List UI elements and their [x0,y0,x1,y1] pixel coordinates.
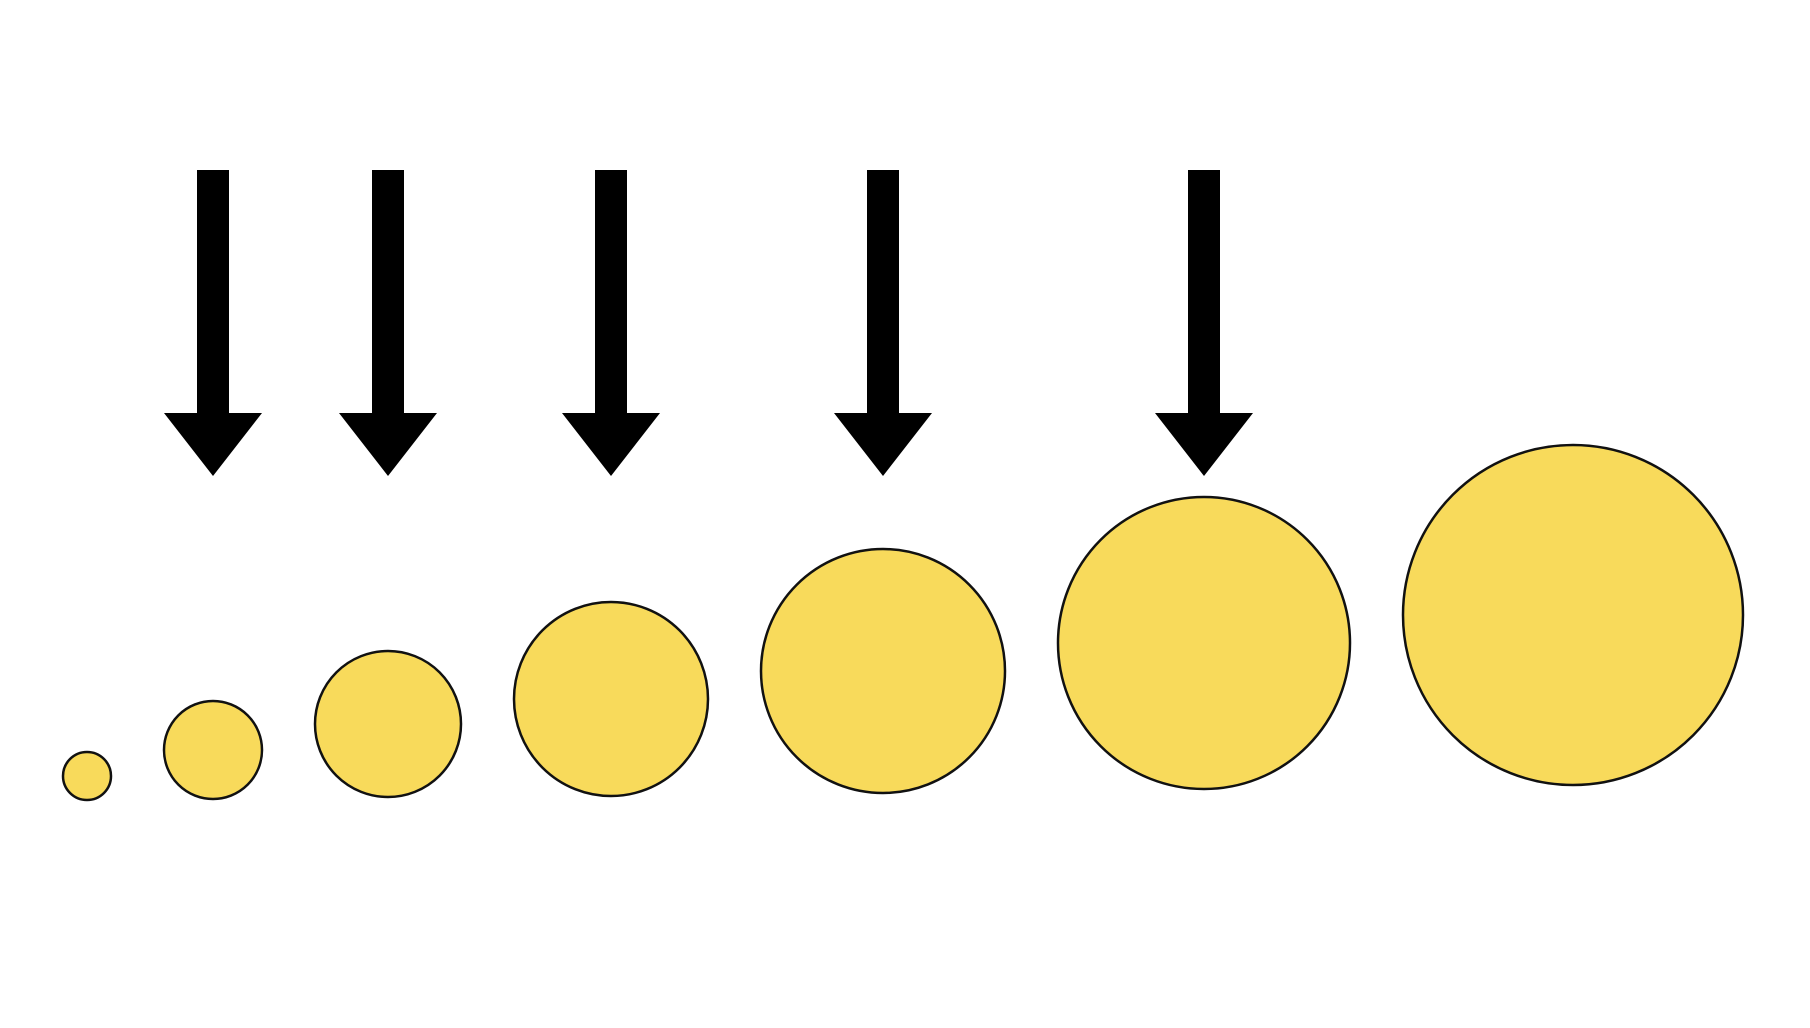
circle-7 [1401,443,1745,787]
arrow-down-icon-3 [562,170,660,476]
arrow-down-icon-5 [1155,170,1253,476]
circle-3 [313,649,463,799]
circle-5 [759,547,1007,795]
arrow-down-icon-1 [164,170,262,476]
arrow-down-icon-4 [834,170,932,476]
circle-row [61,443,1745,802]
arrow-down-icon-2 [339,170,437,476]
arrow-row [164,170,1253,476]
circle-1 [61,750,113,802]
circle-2 [162,699,264,801]
circle-4 [512,600,710,798]
circle-6 [1056,495,1352,791]
